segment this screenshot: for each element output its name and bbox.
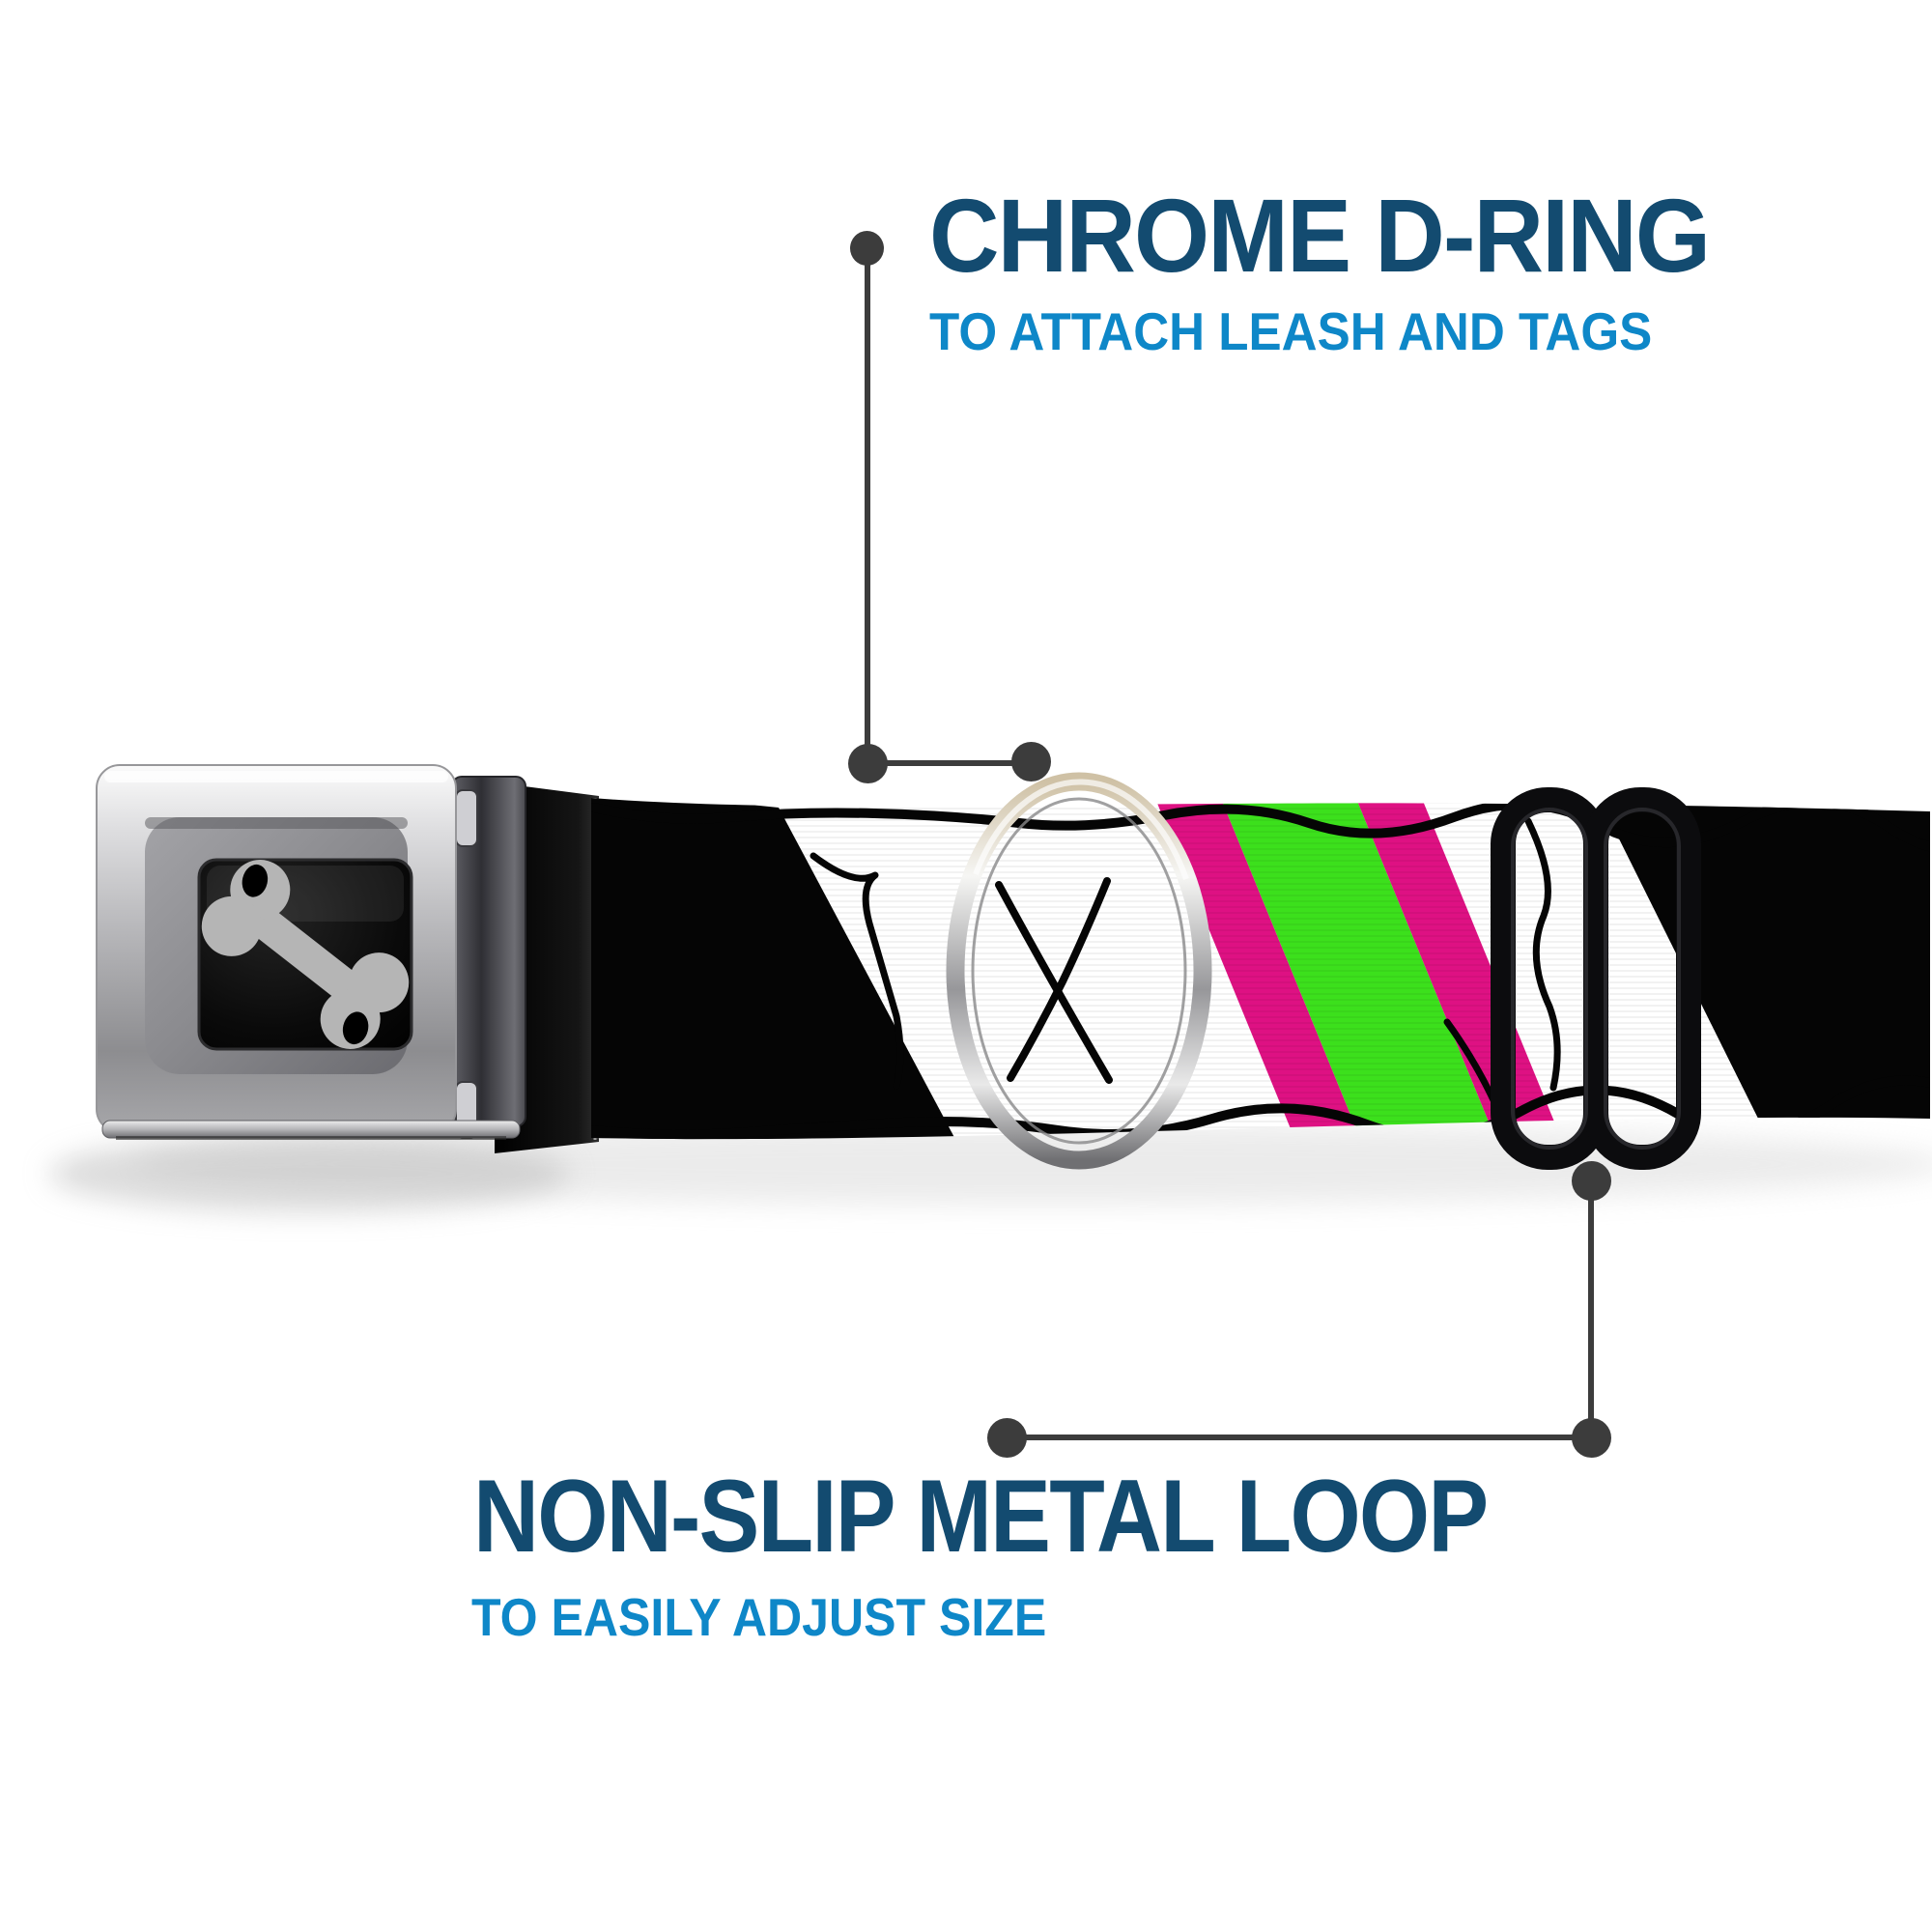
seatbelt-buckle: [96, 764, 526, 1140]
callout-line-vertical: [865, 259, 870, 763]
metal-slider-loop: [1491, 787, 1701, 1170]
slider-loop-subtitle: TO EASILY ADJUST SIZE: [471, 1587, 1047, 1647]
callout-dot: [987, 1418, 1027, 1458]
callout-dot: [1011, 742, 1051, 781]
buckle-bottom-lip: [101, 1120, 521, 1139]
callout-line-horizontal: [1007, 1435, 1592, 1440]
d-ring-subtitle: TO ATTACH LEASH AND TAGS: [929, 301, 1653, 361]
drop-shadow: [48, 1123, 1932, 1212]
chrome-d-ring: [946, 772, 1212, 1170]
collar-strap: [591, 798, 1930, 1140]
dog-bone-icon: [201, 860, 410, 1049]
slider-loop-title: NON-SLIP METAL LOOP: [473, 1458, 1489, 1574]
d-ring-title: CHROME D-RING: [929, 177, 1711, 294]
callout-line-vertical: [1588, 1180, 1594, 1437]
callout-line-horizontal: [867, 760, 1032, 766]
